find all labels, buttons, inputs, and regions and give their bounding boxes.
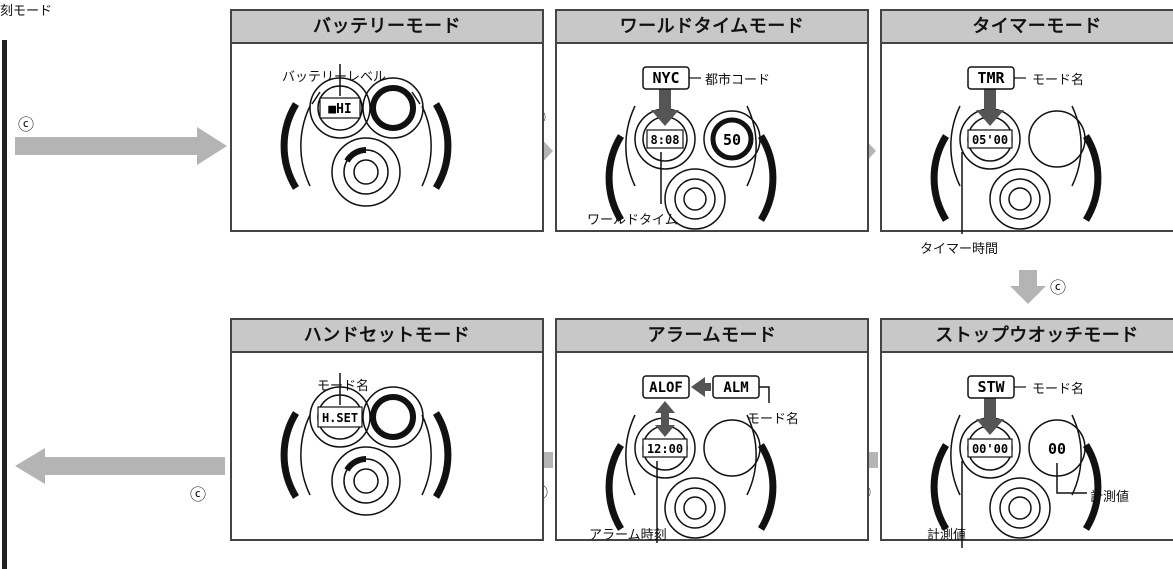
watch-face: STW 00'00 00 xyxy=(930,375,1102,548)
watch-face: TMR 05'00 xyxy=(930,66,1102,234)
code-note: 都市コード xyxy=(705,73,771,88)
panel-title: ハンドセットモード xyxy=(232,320,542,353)
panel-alarm-mode: アラームモード ALOF ALM 12:00 モード名 アラーム時刻 xyxy=(555,318,869,543)
lcd-main: 00'00 xyxy=(972,442,1008,456)
watch-face: H.SET xyxy=(280,373,452,516)
panel-title: タイマーモード xyxy=(882,11,1173,44)
callout-world-time: ワールドタイム xyxy=(587,213,678,228)
callout-battery-level: バッテリーレベル xyxy=(282,70,387,85)
callout-measured-right: 計測値 xyxy=(1090,490,1130,505)
panel-battery-mode: バッテリーモード ■HI バッテリーレベル xyxy=(230,9,544,232)
callout-timer-time: タイマー時間 xyxy=(920,242,999,257)
panel-stopwatch-mode: ストップウオッチモード STW 00'00 00 モード名 計測値 計測値 xyxy=(880,318,1173,548)
panel-timer-mode: タイマーモード TMR 05'00 モード名 タイマー時間 xyxy=(880,9,1173,257)
panel-title: バッテリーモード xyxy=(232,11,542,44)
city-code: NYC xyxy=(652,69,679,87)
corner-mode-text: 刻モード xyxy=(0,4,53,19)
lcd-sub: 50 xyxy=(723,131,741,149)
callout-mode-name: モード名 xyxy=(317,379,370,394)
lcd-main: ■HI xyxy=(328,102,351,117)
code-note: モード名 xyxy=(1032,382,1085,397)
callout-alarm-time: アラーム時刻 xyxy=(589,528,667,543)
mode-code: TMR xyxy=(977,69,1005,87)
left-divider-bar xyxy=(2,40,7,569)
panel-handset-mode: ハンドセットモード H.SET モード名 xyxy=(230,318,544,541)
panel-title: ストップウオッチモード xyxy=(882,320,1173,353)
c-mark-1: ⓒ xyxy=(18,115,35,134)
lcd-main: H.SET xyxy=(322,411,358,425)
panel-title: アラームモード xyxy=(557,320,867,353)
lcd-main: 8:08 xyxy=(651,133,680,147)
code-note: モード名 xyxy=(1032,73,1085,88)
watch-face: ■HI xyxy=(280,64,452,207)
c-mark-4: ⓒ xyxy=(1050,278,1067,297)
mode-code-right: ALM xyxy=(723,380,748,396)
panel-worldtime-mode: ワールドタイムモード NYC 8:08 50 都市コード ワールドタイム xyxy=(555,9,869,232)
c-mark-7: ⓒ xyxy=(190,485,207,504)
mode-code: STW xyxy=(977,378,1005,396)
code-note: モード名 xyxy=(747,412,800,427)
lcd-sub: 00 xyxy=(1048,440,1066,458)
lcd-main: 12:00 xyxy=(647,442,683,456)
lcd-main: 05'00 xyxy=(972,133,1008,147)
arrow-timer-to-stopwatch xyxy=(1010,270,1046,304)
watch-face: ALOF ALM 12:00 xyxy=(605,375,777,543)
callout-measured-bottom: 計測値 xyxy=(927,528,967,543)
panel-title: ワールドタイムモード xyxy=(557,11,867,44)
watch-face: NYC 8:08 50 xyxy=(605,66,777,230)
arrow-into-battery xyxy=(15,127,227,165)
mode-code-left: ALOF xyxy=(649,380,683,396)
arrow-out-handset xyxy=(15,448,225,484)
